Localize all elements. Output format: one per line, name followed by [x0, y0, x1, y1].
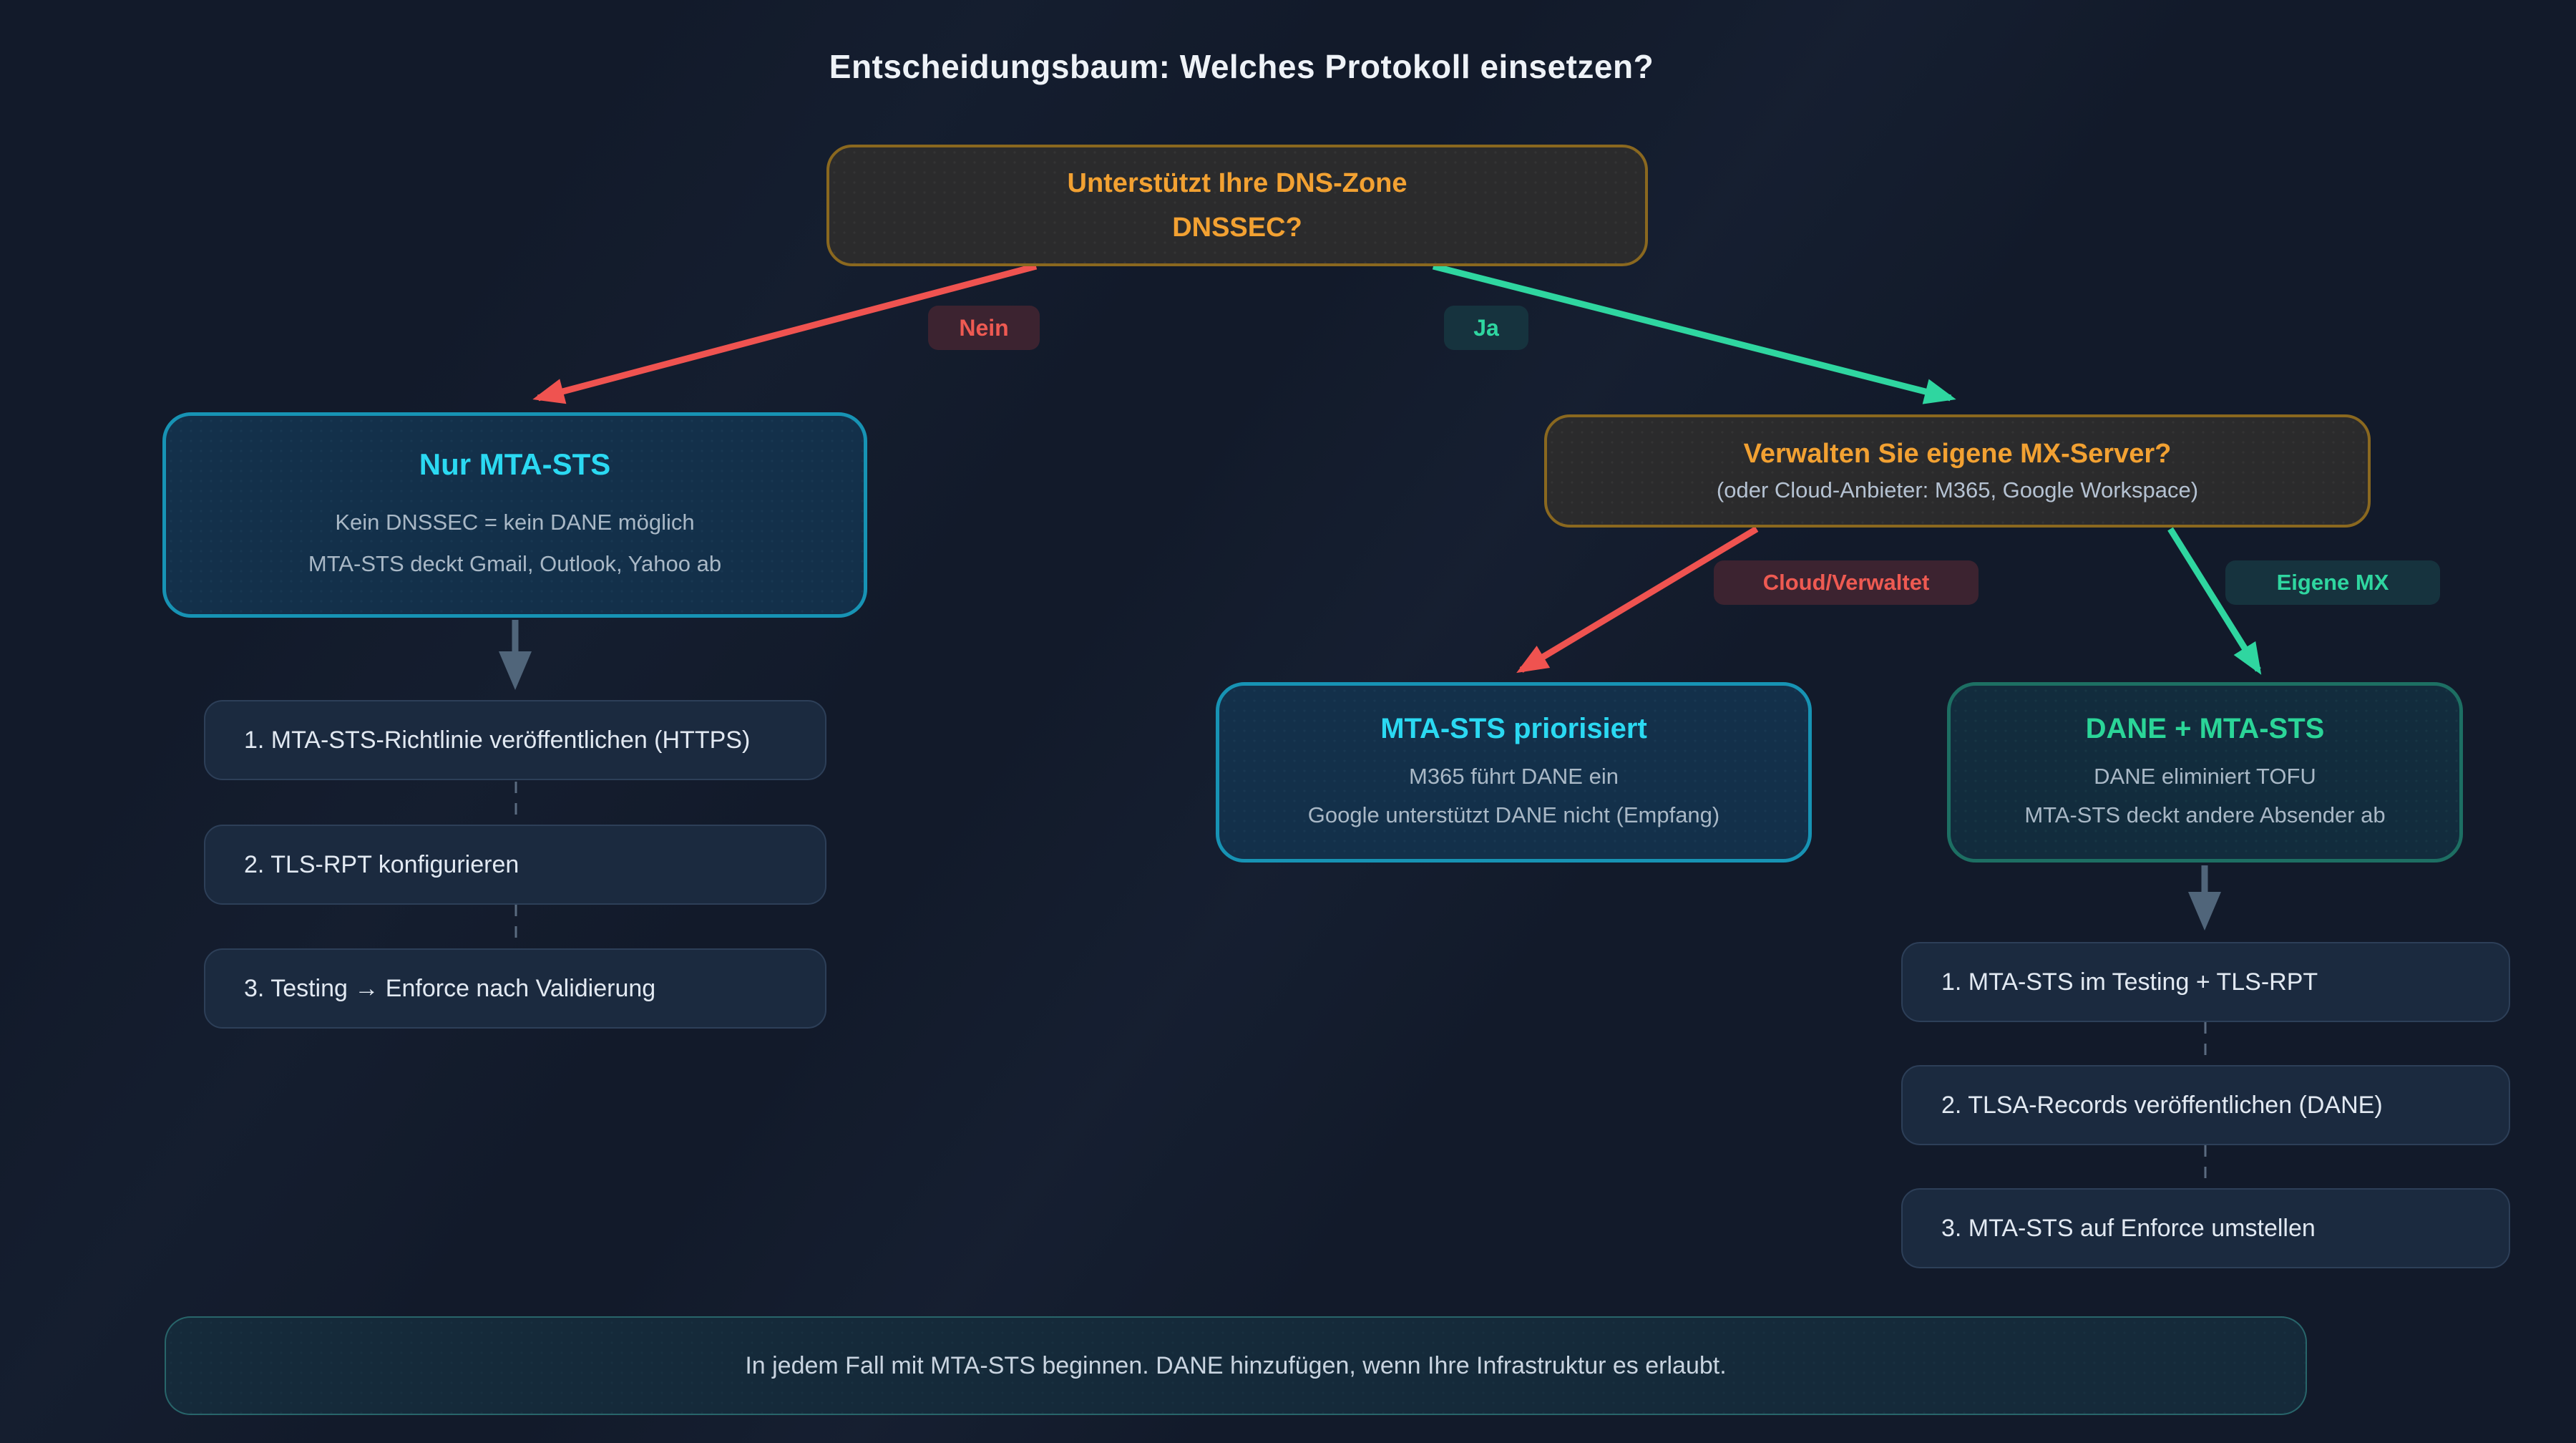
badge-ja: Ja	[1444, 306, 1528, 350]
mta-sts-priorisiert-title: MTA-STS priorisiert	[1380, 713, 1647, 744]
mta-sts-priorisiert-line2: Google unterstützt DANE nicht (Empfang)	[1307, 802, 1720, 827]
right-step-3: 3. MTA-STS auf Enforce umstellen	[1901, 1188, 2510, 1268]
mx-question-text: Verwalten Sie eigene MX-Server?	[1743, 439, 2172, 469]
right-step-1: 1. MTA-STS im Testing + TLS-RPT	[1901, 942, 2510, 1022]
badge-eigene-mx: Eigene MX	[2225, 560, 2440, 605]
node-dane-mta-sts: DANE + MTA-STS DANE eliminiert TOFU MTA-…	[1947, 682, 2463, 863]
mx-question-subtitle: (oder Cloud-Anbieter: M365, Google Works…	[1716, 477, 2199, 502]
node-mx-question: Verwalten Sie eigene MX-Server? (oder Cl…	[1544, 414, 2371, 528]
badge-nein: Nein	[928, 306, 1040, 350]
footer-note: In jedem Fall mit MTA-STS beginnen. DANE…	[165, 1316, 2307, 1415]
right-step-2: 2. TLSA-Records veröffentlichen (DANE)	[1901, 1065, 2510, 1145]
left-step-3: 3. Testing → Enforce nach Validierung	[204, 948, 826, 1029]
nur-mta-sts-line1: Kein DNSSEC = kein DANE möglich	[335, 509, 695, 535]
left-step-2: 2. TLS-RPT konfigurieren	[204, 825, 826, 905]
dnssec-question-line1: Unterstützt Ihre DNS-Zone	[1067, 168, 1407, 198]
badge-cloud-verwaltet: Cloud/Verwaltet	[1714, 560, 1979, 605]
node-dnssec-question: Unterstützt Ihre DNS-Zone DNSSEC?	[826, 145, 1648, 266]
node-mta-sts-priorisiert: MTA-STS priorisiert M365 führt DANE ein …	[1216, 682, 1812, 863]
dnssec-question-line2: DNSSEC?	[1172, 213, 1302, 243]
dane-mta-sts-line1: DANE eliminiert TOFU	[2094, 764, 2316, 789]
mta-sts-priorisiert-line1: M365 führt DANE ein	[1409, 764, 1619, 789]
dane-mta-sts-title: DANE + MTA-STS	[2085, 713, 2325, 744]
diagram-title: Entscheidungsbaum: Welches Protokoll ein…	[829, 48, 1654, 85]
nur-mta-sts-title: Nur MTA-STS	[419, 447, 611, 481]
left-step-1: 1. MTA-STS-Richtlinie veröffentlichen (H…	[204, 700, 826, 780]
dane-mta-sts-line2: MTA-STS deckt andere Absender ab	[2024, 802, 2386, 827]
nur-mta-sts-line2: MTA-STS deckt Gmail, Outlook, Yahoo ab	[308, 550, 722, 576]
node-nur-mta-sts: Nur MTA-STS Kein DNSSEC = kein DANE mögl…	[162, 412, 867, 618]
